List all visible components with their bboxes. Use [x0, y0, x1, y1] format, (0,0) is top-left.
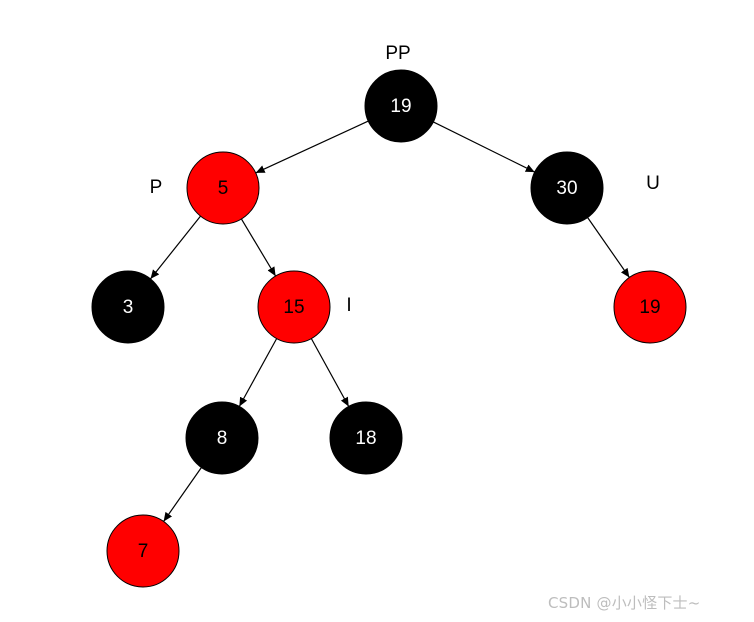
tree-node-n7: 7 — [106, 514, 180, 588]
node-circle-red — [186, 151, 260, 225]
tree-node-n15: 15 — [257, 270, 331, 344]
edge-n30-to-n19leaf — [587, 217, 630, 278]
tree-node-n30: 30 — [530, 151, 604, 225]
edge-n19root-to-n5 — [255, 120, 369, 174]
node-circle-red — [613, 270, 687, 344]
node-circle-red — [257, 270, 331, 344]
node-value-label: 5 — [218, 178, 229, 199]
edges-layer — [150, 120, 630, 522]
edge-n5-to-n15 — [240, 218, 277, 277]
node-circle-black — [91, 270, 165, 344]
edge-n5-to-n3 — [150, 215, 201, 280]
node-value-label: 19 — [390, 96, 411, 117]
role-label-pp: PP — [385, 43, 410, 64]
role-label-p: P — [150, 177, 163, 198]
tree-node-n19leaf: 19 — [613, 270, 687, 344]
node-value-label: 18 — [355, 428, 376, 449]
edge-n19root-to-n30 — [433, 121, 535, 173]
role-label-u: U — [646, 173, 660, 194]
nodes-layer: 19 5 30 3 15 19 8 18 7 — [91, 69, 687, 588]
node-circle-black — [530, 151, 604, 225]
tree-node-n5: 5 — [186, 151, 260, 225]
node-circle-black — [329, 401, 403, 475]
node-value-label: 7 — [138, 541, 149, 562]
edge-n15-to-n8 — [238, 338, 278, 407]
edge-n8-to-n7 — [163, 467, 202, 522]
node-circle-black — [364, 69, 438, 143]
node-value-label: 15 — [283, 297, 304, 318]
tree-node-n19root: 19 — [364, 69, 438, 143]
role-label-i: I — [346, 295, 351, 316]
watermark-text: CSDN @小小怪下士~ — [548, 594, 701, 612]
edge-n15-to-n18 — [310, 338, 350, 407]
tree-node-n3: 3 — [91, 270, 165, 344]
node-value-label: 8 — [217, 428, 228, 449]
tree-node-n18: 18 — [329, 401, 403, 475]
node-circle-red — [106, 514, 180, 588]
node-value-label: 19 — [639, 297, 660, 318]
node-circle-black — [185, 401, 259, 475]
node-value-label: 30 — [556, 178, 577, 199]
node-value-label: 3 — [123, 297, 134, 318]
tree-node-n8: 8 — [185, 401, 259, 475]
